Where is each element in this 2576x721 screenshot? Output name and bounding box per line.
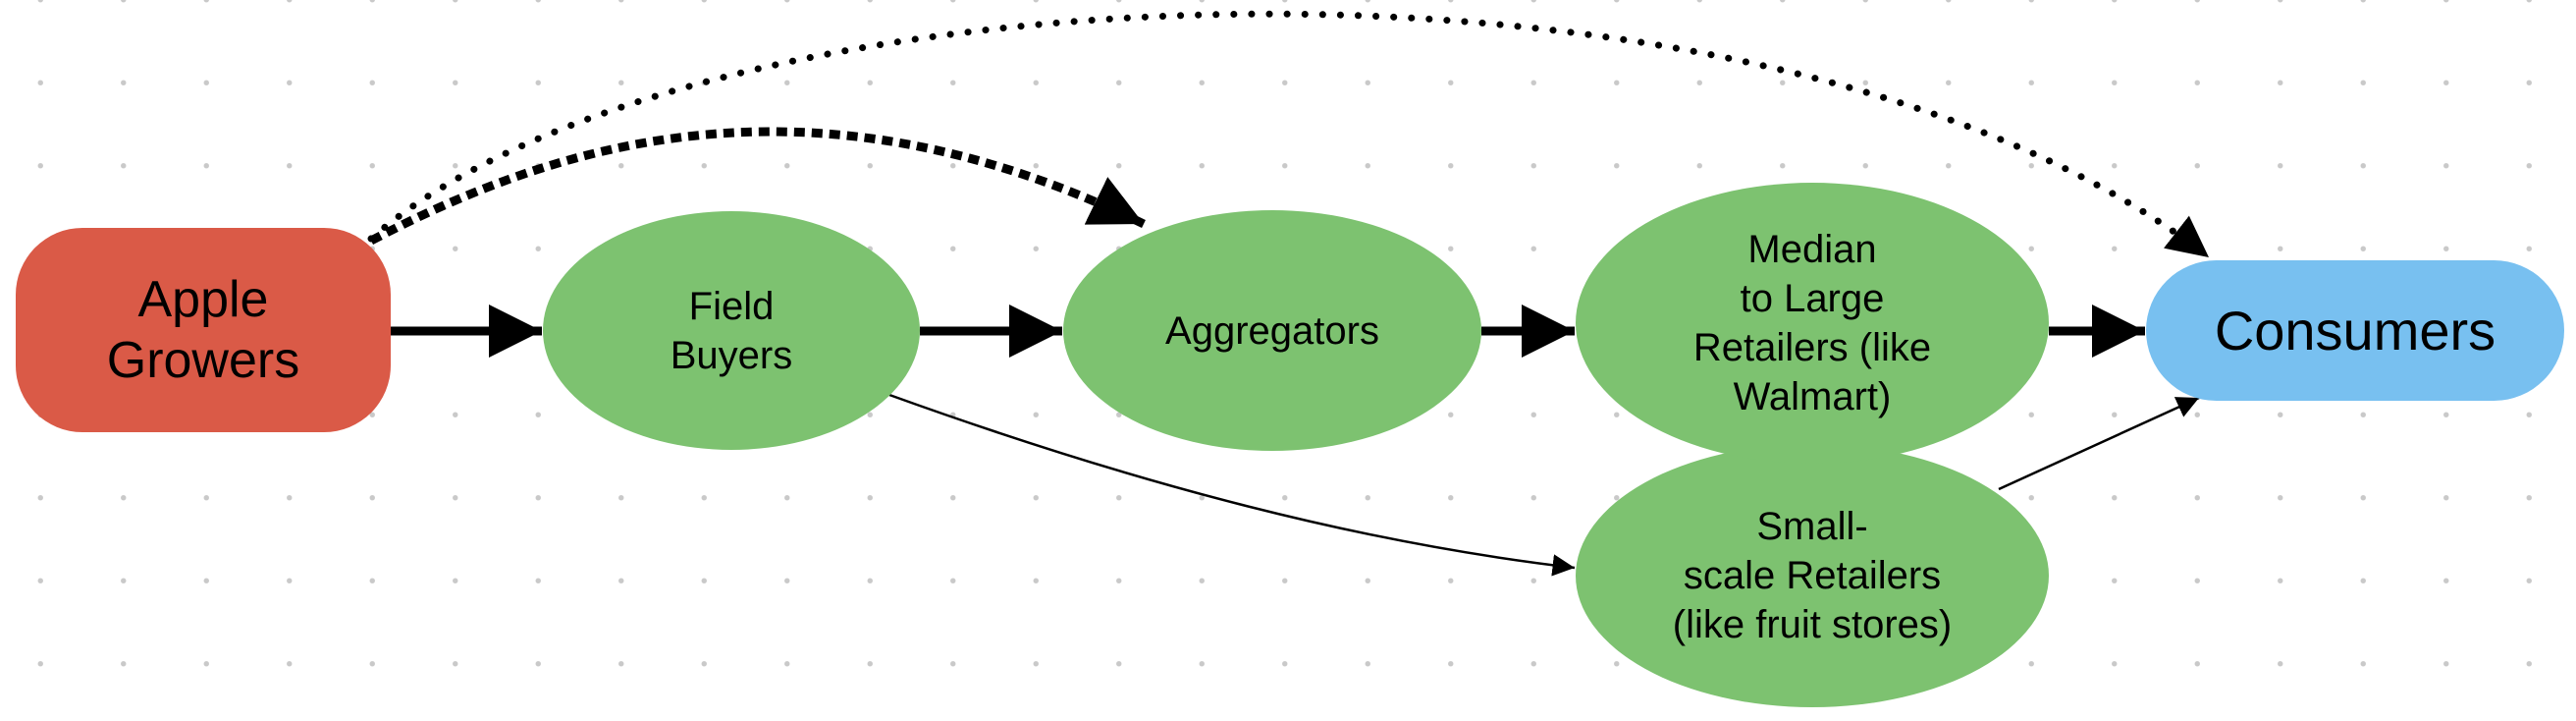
node-small-scale-retailers-label: Small- scale Retailers (like fruit store… — [1672, 505, 1953, 646]
node-aggregators: Aggregators — [1063, 210, 1481, 451]
node-aggregators-label: Aggregators — [1165, 308, 1379, 353]
node-apple-growers-label: Apple Growers — [106, 271, 300, 389]
node-consumers: Consumers — [2146, 260, 2564, 401]
edge-field-buyers-to-small-scale-retailers — [888, 393, 1576, 577]
edge-apple-growers-to-aggregators — [368, 127, 1146, 245]
node-field-buyers-label: Field Buyers — [670, 284, 793, 377]
node-apple-growers: Apple Growers — [16, 228, 391, 432]
node-median-large-retailers-label: Median to Large Retailers (like Walmart) — [1692, 228, 1932, 418]
node-consumers-label: Consumers — [2214, 299, 2496, 361]
node-median-large-retailers: Median to Large Retailers (like Walmart) — [1576, 183, 2049, 464]
node-small-scale-retailers: Small- scale Retailers (like fruit store… — [1576, 444, 2049, 707]
edge-small-scale-retailers-to-consumers — [1998, 396, 2200, 491]
edge-apple-growers-to-consumers — [367, 10, 2213, 261]
node-field-buyers: Field Buyers — [543, 211, 920, 450]
